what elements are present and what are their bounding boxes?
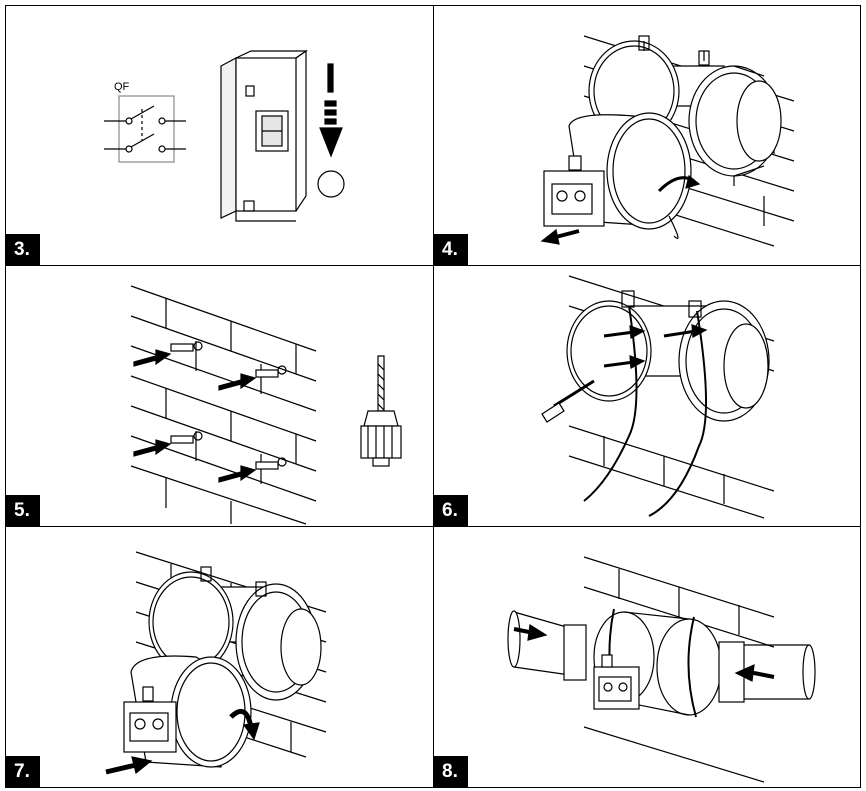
step-number: 8.	[434, 756, 468, 787]
qf-label: QF	[114, 81, 130, 93]
installation-steps-figure: QF 3.	[5, 5, 861, 788]
reinstall-fan-illustration	[105, 551, 327, 775]
step-number: 4.	[434, 234, 468, 265]
step-number: 3.	[6, 234, 40, 265]
panel-step-3: QF 3.	[5, 5, 434, 266]
panel-step-7: 7.	[5, 526, 434, 788]
remove-fan-illustration	[540, 35, 795, 247]
step-number: 5.	[6, 495, 40, 526]
panel-step-8: 8.	[433, 526, 861, 788]
breaker-off-illustration: QF	[104, 49, 345, 222]
panel-step-4: 4.	[433, 5, 861, 266]
panel-step-5: 5.	[5, 265, 434, 527]
step-number: 6.	[434, 495, 468, 526]
connect-ducts-illustration	[507, 556, 816, 783]
fix-bracket-illustration	[541, 275, 775, 519]
step-number: 7.	[6, 756, 40, 787]
drill-anchors-illustration	[130, 285, 402, 525]
panel-step-6: 6.	[433, 265, 861, 527]
